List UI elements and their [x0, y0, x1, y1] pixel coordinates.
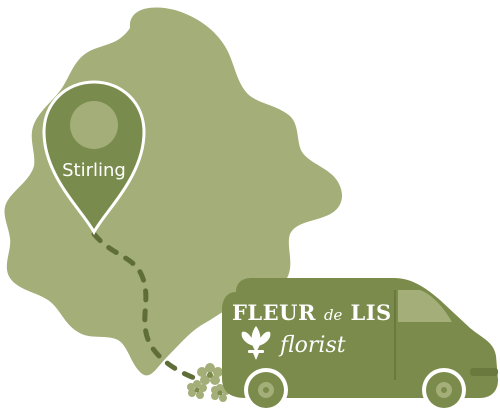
fleur-de-lis-icon — [241, 326, 271, 360]
brand-word-fleur: FLEUR — [232, 300, 316, 325]
flower-icon — [197, 363, 223, 385]
brand-subtitle: florist — [278, 333, 346, 358]
brand-logo-wordmark: FLEUR de LIS — [232, 300, 392, 325]
flower-icon — [187, 380, 207, 399]
delivery-route-dashed-line — [91, 231, 203, 383]
wheel-icon — [422, 368, 466, 412]
delivery-van: FLEUR de LIS florist — [222, 278, 498, 412]
pin-location-label: Stirling — [62, 160, 126, 181]
van-window — [398, 290, 452, 322]
brand-word-lis: LIS — [350, 300, 391, 325]
brand-word-de: de — [324, 306, 343, 324]
van-bumper — [470, 368, 498, 376]
van-door-line — [394, 290, 396, 380]
map-pin-icon: Stirling — [42, 80, 146, 236]
wheel-icon — [244, 368, 288, 412]
